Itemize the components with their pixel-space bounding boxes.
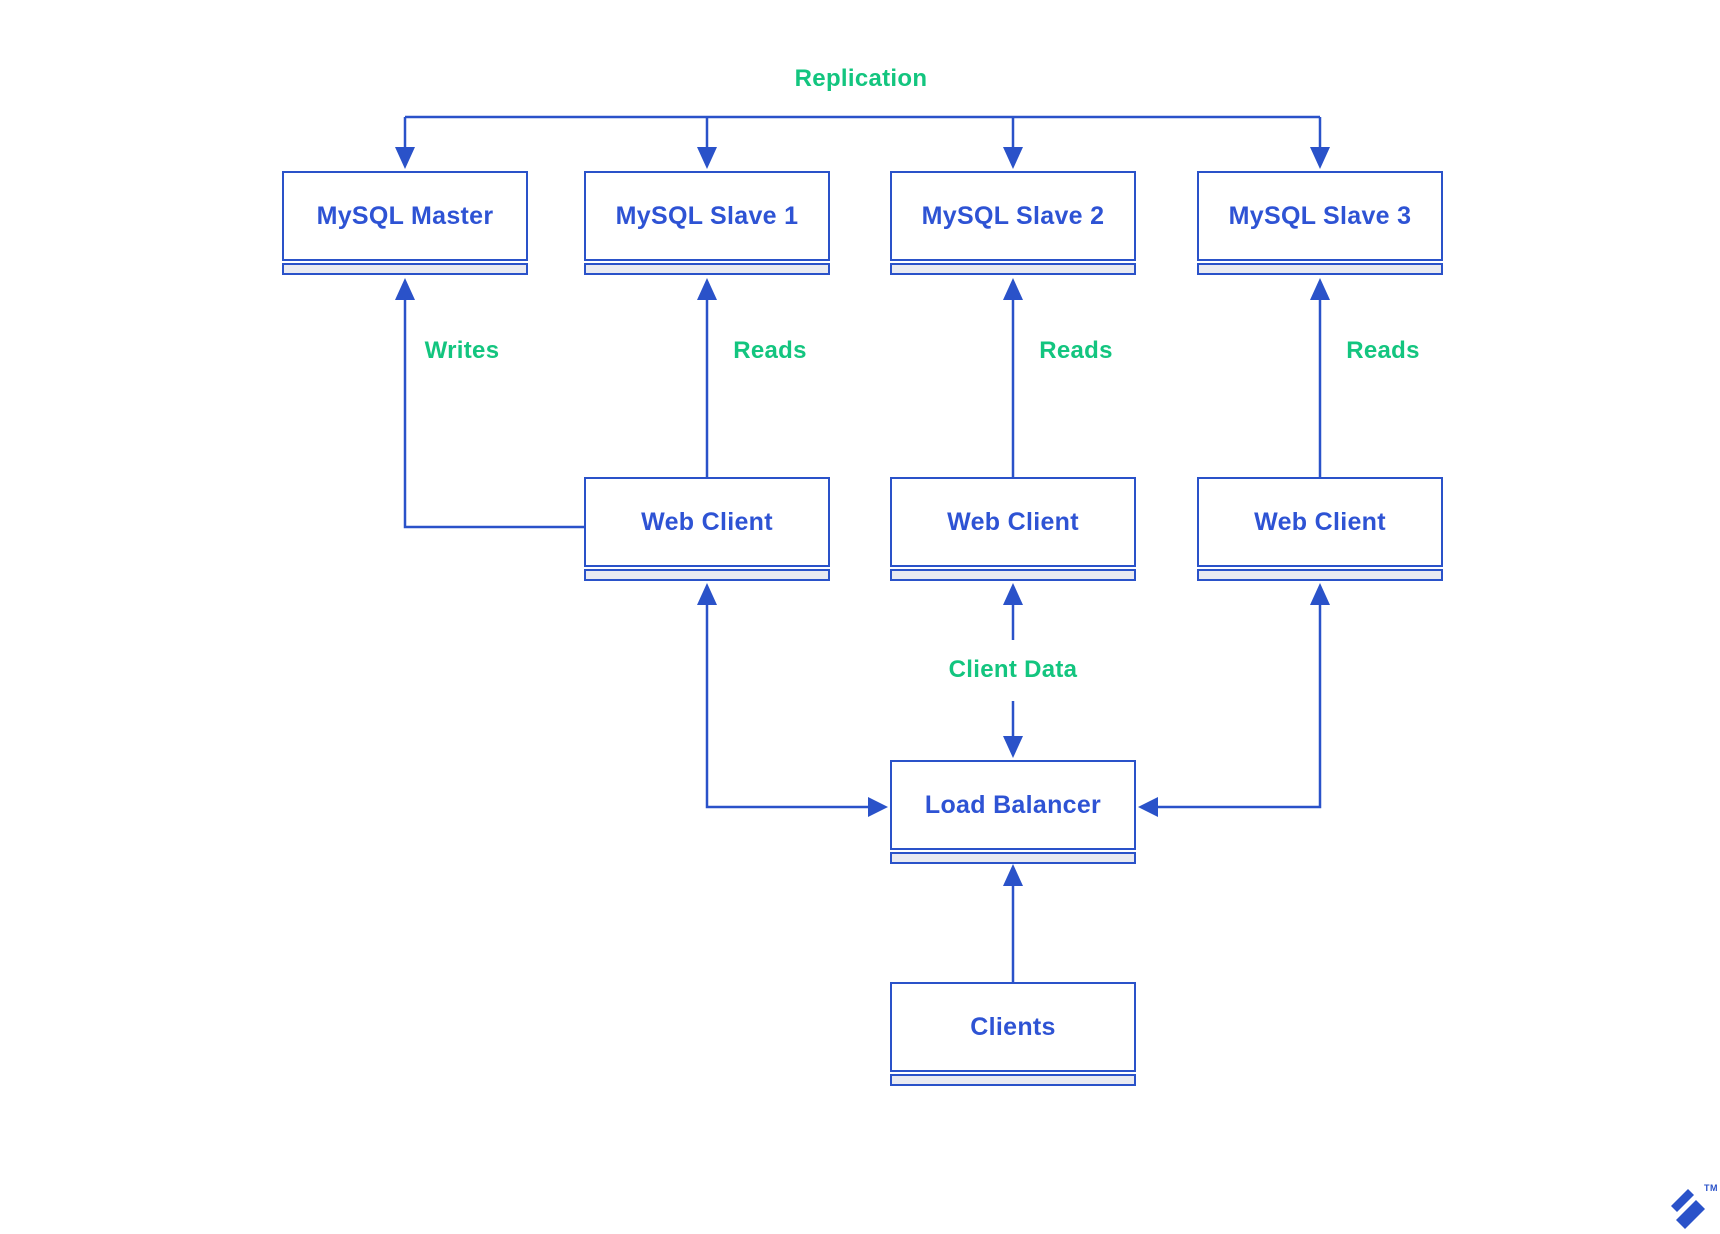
node-label: MySQL Slave 1 bbox=[615, 201, 799, 230]
node-base-strip bbox=[890, 1074, 1136, 1086]
arrowhead-into-web1-bottom bbox=[697, 583, 717, 605]
node-label: Load Balancer bbox=[924, 790, 1102, 819]
logo-bar-lower bbox=[1676, 1200, 1705, 1229]
arrowhead-reads-into-slave1 bbox=[697, 278, 717, 300]
toptal-logo-mark bbox=[1671, 1189, 1705, 1229]
node-base-strip bbox=[890, 263, 1136, 275]
node-label: Clients bbox=[970, 1012, 1056, 1041]
node-web-client-1: Web Client bbox=[584, 477, 830, 581]
node-label: Web Client bbox=[1254, 507, 1386, 536]
node-mysql-slave-3: MySQL Slave 3 bbox=[1197, 171, 1443, 275]
node-base-strip bbox=[584, 263, 830, 275]
node-base-strip bbox=[890, 569, 1136, 581]
node-label: Web Client bbox=[947, 507, 1079, 536]
arrowhead-into-lb-top bbox=[1003, 736, 1023, 758]
arrowhead-reads-into-slave2 bbox=[1003, 278, 1023, 300]
node-label: MySQL Slave 2 bbox=[921, 201, 1105, 230]
trademark-symbol: TM bbox=[1704, 1183, 1718, 1193]
arrowhead-into-slave3-top bbox=[1310, 147, 1330, 169]
node-label: MySQL Master bbox=[316, 201, 494, 230]
label-reads-1: Reads bbox=[733, 337, 807, 364]
node-web-client-3: Web Client bbox=[1197, 477, 1443, 581]
arrowhead-writes-into-master-bottom bbox=[395, 278, 415, 300]
edge-web3-load-balancer bbox=[1158, 604, 1322, 809]
arrowhead-into-web2-bottom bbox=[1003, 583, 1023, 605]
edge-web1-load-balancer bbox=[705, 604, 868, 809]
node-base-strip bbox=[1197, 263, 1443, 275]
node-clients: Clients bbox=[890, 982, 1136, 1086]
arrowhead-into-slave1-top bbox=[697, 147, 717, 169]
node-mysql-slave-2: MySQL Slave 2 bbox=[890, 171, 1136, 275]
node-mysql-slave-1: MySQL Slave 1 bbox=[584, 171, 830, 275]
label-writes: Writes bbox=[424, 337, 500, 364]
label-reads-2: Reads bbox=[1039, 337, 1113, 364]
arrowhead-into-lb-right bbox=[1138, 797, 1158, 817]
arrowhead-into-lb-bottom bbox=[1003, 864, 1023, 886]
label-client-data: Client Data bbox=[948, 656, 1078, 683]
node-base-strip bbox=[584, 569, 830, 581]
label-reads-3: Reads bbox=[1346, 337, 1420, 364]
node-label: Web Client bbox=[641, 507, 773, 536]
node-base-strip bbox=[282, 263, 528, 275]
node-label: MySQL Slave 3 bbox=[1228, 201, 1412, 230]
node-web-client-2: Web Client bbox=[890, 477, 1136, 581]
arrowhead-into-lb-left bbox=[868, 797, 888, 817]
logo-bar-upper bbox=[1671, 1189, 1694, 1212]
node-mysql-master: MySQL Master bbox=[282, 171, 528, 275]
arrowhead-into-master-top bbox=[395, 147, 415, 169]
arrowhead-into-slave2-top bbox=[1003, 147, 1023, 169]
edge-writes bbox=[403, 299, 584, 529]
arrowhead-reads-into-slave3 bbox=[1310, 278, 1330, 300]
node-base-strip bbox=[1197, 569, 1443, 581]
arrowhead-into-web3-bottom bbox=[1310, 583, 1330, 605]
label-replication: Replication bbox=[794, 65, 928, 92]
toptal-logo: TM bbox=[1671, 1183, 1720, 1232]
node-base-strip bbox=[890, 852, 1136, 864]
node-load-balancer: Load Balancer bbox=[890, 760, 1136, 864]
